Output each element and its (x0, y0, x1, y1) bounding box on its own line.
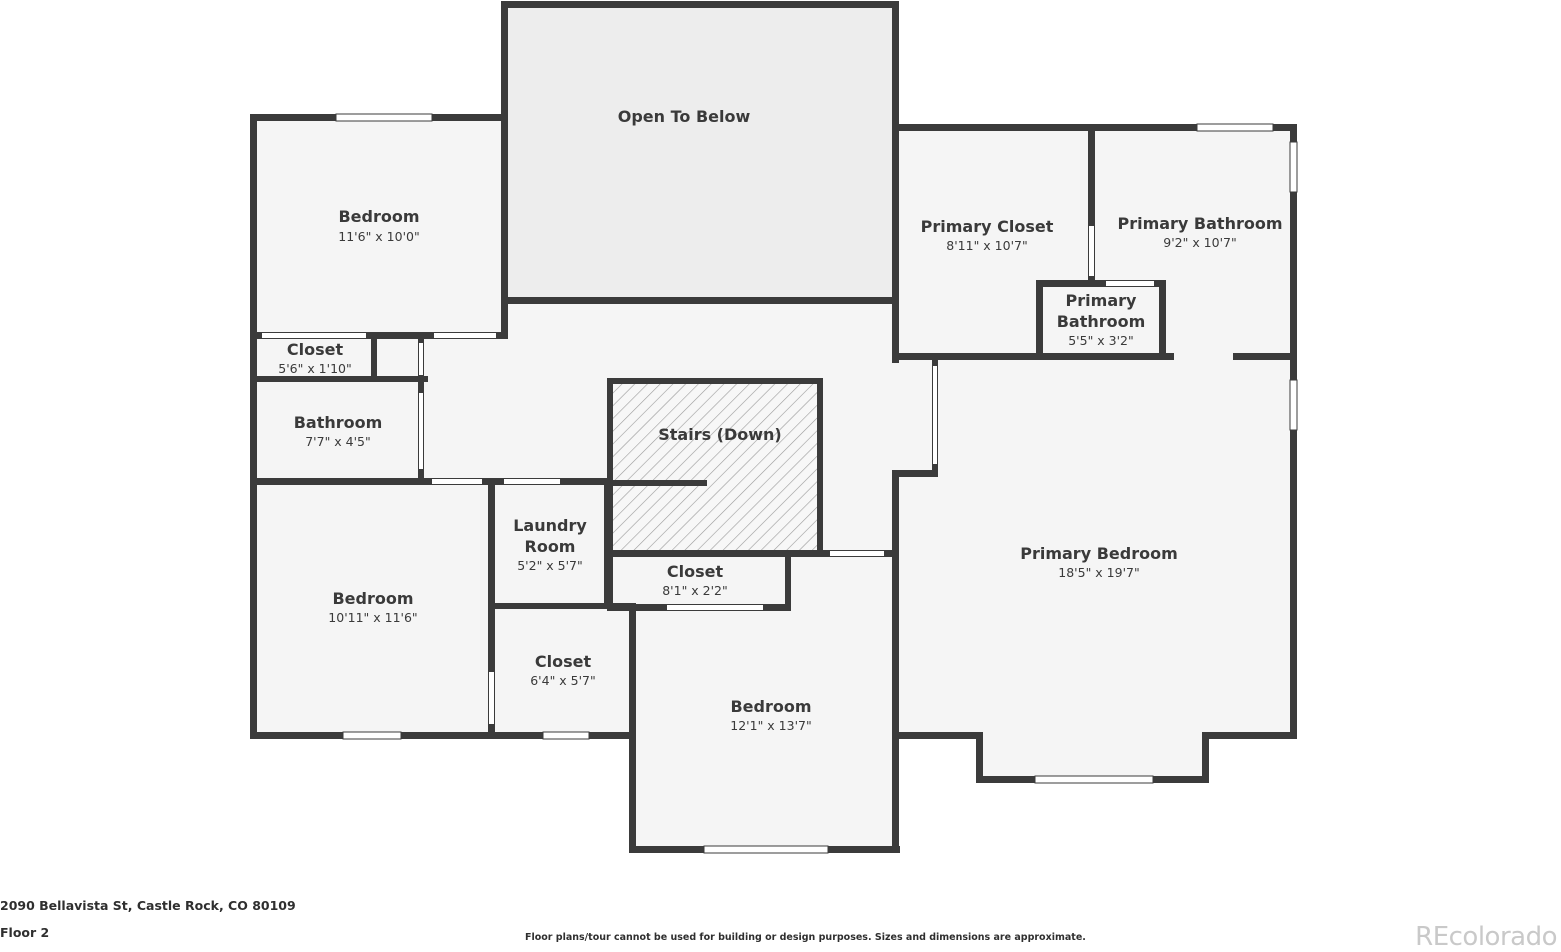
room-closet-small-name: Closet (287, 340, 344, 359)
room-bedroom-sw-name: Bedroom (332, 589, 413, 608)
stairs-hatch (610, 383, 820, 553)
room-primary-closet-name: Primary Closet (921, 217, 1054, 236)
room-bedroom-s-name: Bedroom (730, 697, 811, 716)
room-stairs-name: Stairs (Down) (658, 425, 782, 444)
room-primary-bathroom-small-dims: 5'5" x 3'2" (1068, 333, 1134, 348)
windows (335, 113, 1298, 854)
room-bedroom-s-dims: 12'1" x 13'7" (730, 718, 811, 733)
room-primary-bathroom-small-name-1: Primary (1066, 291, 1137, 310)
brand-logo: REcolorado (1415, 922, 1557, 952)
room-laundry-name-1: Laundry (513, 516, 587, 535)
room-primary-closet-dims: 8'11" x 10'7" (946, 238, 1027, 253)
room-bedroom-sw-dims: 10'11" x 11'6" (328, 610, 417, 625)
floor-label: Floor 2 (0, 925, 50, 940)
room-primary-bedroom-name: Primary Bedroom (1020, 544, 1178, 563)
room-closet-sw-name: Closet (535, 652, 592, 671)
room-primary-bathroom-dims: 9'2" x 10'7" (1163, 235, 1236, 250)
room-closet-small-dims: 5'6" x 1'10" (278, 361, 351, 376)
room-bedroom-nw-name: Bedroom (338, 207, 419, 226)
room-closet-sw-dims: 6'4" x 5'7" (530, 673, 596, 688)
room-open-to-below-name: Open To Below (618, 107, 751, 126)
room-bathroom-dims: 7'7" x 4'5" (305, 434, 371, 449)
room-bathroom-name: Bathroom (294, 413, 383, 432)
room-bedroom-nw-dims: 11'6" x 10'0" (338, 229, 419, 244)
open-to-below-area (505, 5, 897, 301)
room-closet-hall-name: Closet (667, 562, 724, 581)
property-address: 2090 Bellavista St, Castle Rock, CO 8010… (0, 898, 296, 913)
room-primary-bedroom-dims: 18'5" x 19'7" (1058, 565, 1139, 580)
disclaimer-text: Floor plans/tour cannot be used for buil… (525, 932, 1086, 943)
room-primary-bathroom-small-name-2: Bathroom (1057, 312, 1146, 331)
room-closet-hall-dims: 8'1" x 2'2" (662, 583, 728, 598)
room-labels: Open To Below Bedroom 11'6" x 10'0" Clos… (278, 107, 1282, 733)
room-laundry-name-2: Room (525, 537, 576, 556)
room-laundry-dims: 5'2" x 5'7" (517, 558, 583, 573)
floor-plan: Open To Below Bedroom 11'6" x 10'0" Clos… (250, 1, 1298, 854)
doorways (262, 226, 1154, 724)
room-primary-bathroom-name: Primary Bathroom (1117, 214, 1282, 233)
